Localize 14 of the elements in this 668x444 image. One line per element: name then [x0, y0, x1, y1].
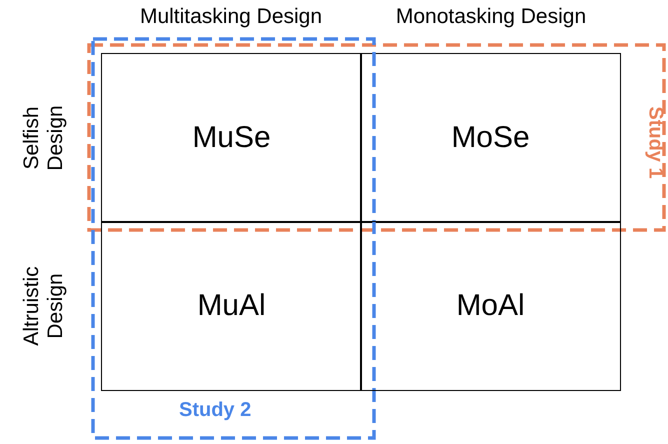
row-heading: Altruistic Design — [20, 265, 68, 348]
row-heading: Selfish Design — [20, 104, 68, 173]
column-heading: Monotasking Design — [394, 5, 588, 29]
matrix-cell — [360, 53, 621, 223]
matrix-cell — [360, 221, 621, 391]
cell-label: MuSe — [192, 121, 271, 155]
cell-label: MoAl — [456, 289, 525, 323]
cell-label: MuAl — [197, 289, 266, 323]
column-heading: Multitasking Design — [138, 5, 324, 29]
matrix-cell — [101, 221, 362, 391]
matrix-cell — [101, 53, 362, 223]
cell-label: MoSe — [451, 121, 530, 155]
region-label: Study 2 — [179, 399, 252, 422]
region-label: Study 1 — [644, 105, 666, 181]
